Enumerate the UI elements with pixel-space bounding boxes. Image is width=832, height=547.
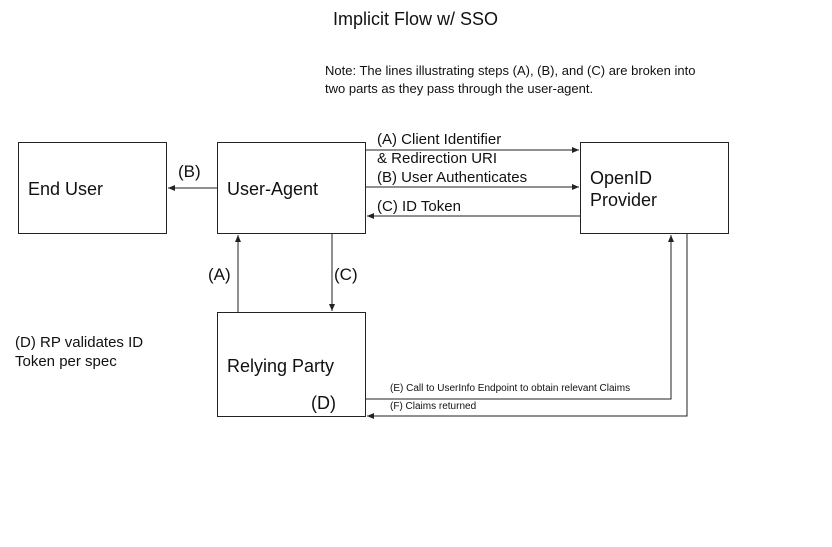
label-a-vertical: (A) <box>208 265 231 284</box>
relying-party-label: Relying Party <box>227 356 335 376</box>
side-note-line-1: (D) RP validates ID <box>15 334 144 351</box>
label-a-redirection-uri: & Redirection URI <box>377 150 498 167</box>
end-user-box: End User <box>18 142 167 234</box>
arrow-f-provider-to-relying-party <box>367 234 688 419</box>
label-e-userinfo-call: (E) Call to UserInfo Endpoint to obtain … <box>390 383 631 394</box>
note-line-2: two parts as they pass through the user-… <box>325 81 594 96</box>
user-agent-label: User-Agent <box>227 179 319 199</box>
label-f-claims-returned: (F) Claims returned <box>390 401 477 412</box>
openid-provider-label-line-2: Provider <box>590 190 658 210</box>
label-a-client-identifier: (A) Client Identifier <box>377 131 502 148</box>
label-c-vertical: (C) <box>334 265 358 284</box>
step-d-label: (D) <box>311 393 336 413</box>
note-line-1: Note: The lines illustrating steps (A), … <box>325 63 696 78</box>
user-agent-box: User-Agent <box>217 142 366 234</box>
label-b-user-authenticates: (B) User Authenticates <box>377 169 528 186</box>
diagram-title: Implicit Flow w/ SSO <box>333 9 499 29</box>
end-user-label: End User <box>28 179 104 199</box>
relying-party-box: Relying Party (D) <box>217 312 366 417</box>
side-note-line-2: Token per spec <box>15 353 117 370</box>
openid-provider-box: OpenID Provider <box>580 142 729 234</box>
label-c-id-token: (C) ID Token <box>377 198 461 215</box>
openid-provider-label-line-1: OpenID <box>590 168 653 188</box>
label-b-to-end-user: (B) <box>178 162 201 181</box>
arrow-e-relying-party-to-provider <box>366 235 674 400</box>
